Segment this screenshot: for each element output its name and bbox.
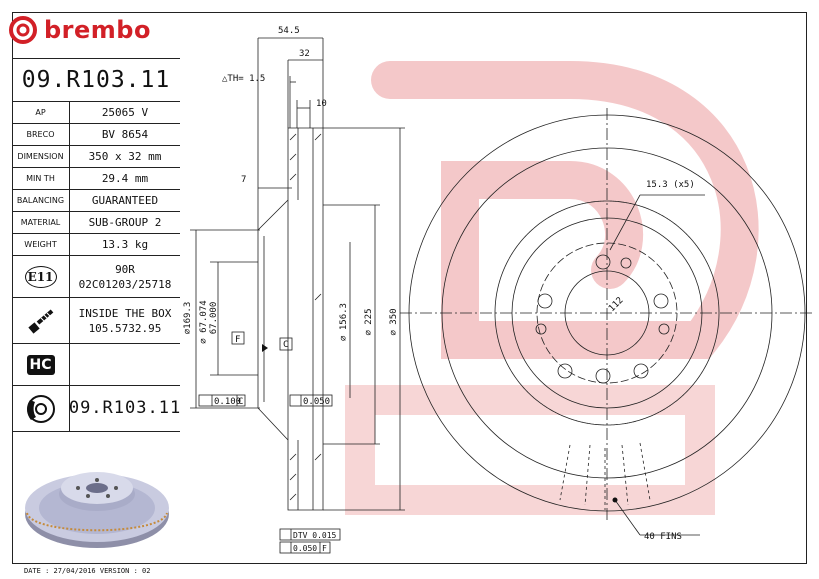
spec-value: 25065 V bbox=[69, 102, 180, 124]
dim-hat-offset: 7 bbox=[241, 175, 246, 185]
drawing-frame bbox=[12, 12, 807, 564]
spec-value: SUB-GROUP 2 bbox=[69, 211, 180, 234]
brand-name: brembo bbox=[44, 16, 151, 44]
dim-fins: 40 FINS bbox=[644, 532, 682, 542]
dim-vane: 10 bbox=[316, 99, 327, 109]
spec-value: BV 8654 bbox=[69, 123, 180, 146]
dim-hat-dia: ⌀169.3 bbox=[183, 302, 193, 335]
tol-parallel-ref: C bbox=[238, 397, 243, 407]
screw-icon bbox=[12, 298, 70, 343]
approval-line1: 90R bbox=[115, 262, 135, 276]
dim-th-note: △TH= 1.5 bbox=[222, 74, 265, 84]
spec-key: MIN TH bbox=[12, 167, 70, 190]
tol-dtv: DTV 0.015 bbox=[293, 531, 337, 540]
inside-box-row: INSIDE THE BOX 105.5732.95 bbox=[12, 298, 180, 344]
tol-parallel: 0.100 bbox=[214, 397, 241, 407]
dim-face-dia: ⌀ 225 bbox=[364, 308, 374, 335]
hc-icon: HC bbox=[12, 344, 70, 385]
inside-box-code: 105.5732.95 bbox=[88, 321, 162, 335]
disc-caliper-icon bbox=[12, 386, 70, 431]
spec-key: MATERIAL bbox=[12, 211, 70, 234]
dim-bore-max: ⌀ 67.074 bbox=[199, 300, 209, 343]
dim-bore-min: 67.000 bbox=[209, 302, 219, 335]
part-number-title: 09.R103.11 bbox=[12, 58, 180, 102]
datum-f-label: F bbox=[235, 335, 240, 345]
footer-date: DATE : 27/04/2016 VERSION : 02 bbox=[24, 567, 151, 575]
inside-box-label: INSIDE THE BOX bbox=[78, 306, 172, 320]
tol-runout-ref: F bbox=[322, 544, 327, 553]
dim-inner-ring: ⌀ 156.3 bbox=[339, 303, 349, 341]
spec-key: BALANCING bbox=[12, 189, 70, 212]
dim-outer-dia: ⌀ 350 bbox=[389, 308, 399, 335]
tol-flatness: 0.050 bbox=[303, 397, 330, 407]
approval-row: E11 90R 02C01203/25718 bbox=[12, 256, 180, 298]
brembo-logo-icon bbox=[9, 16, 37, 44]
bottom-part-number: 09.R103.11 bbox=[68, 398, 182, 418]
tol-runout: 0.050 bbox=[293, 544, 317, 553]
spec-key: WEIGHT bbox=[12, 233, 70, 256]
datum-c-label: C bbox=[283, 340, 288, 350]
spec-key: DIMENSION bbox=[12, 145, 70, 168]
dim-hole-dia: 15.3 (x5) bbox=[646, 180, 695, 190]
disc-render-image bbox=[25, 472, 169, 548]
dim-pcd: 112 bbox=[607, 296, 626, 315]
spec-value: 29.4 mm bbox=[69, 167, 180, 190]
brand-logo: brembo bbox=[8, 8, 168, 52]
spec-value: 13.3 kg bbox=[69, 233, 180, 256]
spec-key: AP bbox=[12, 102, 70, 124]
approval-line2: 02C01203/25718 bbox=[78, 277, 172, 291]
spec-key: BRECO bbox=[12, 123, 70, 146]
dim-thickness: 32 bbox=[299, 49, 310, 59]
dim-overall-width: 54.5 bbox=[278, 26, 300, 36]
e11-approval-icon: E11 bbox=[12, 256, 70, 297]
hc-row: HC bbox=[12, 344, 180, 386]
spec-value: 350 x 32 mm bbox=[69, 145, 180, 168]
brembo-watermark-icon bbox=[345, 61, 759, 515]
bottom-part-row: 09.R103.11 bbox=[12, 386, 180, 432]
spec-value: GUARANTEED bbox=[69, 189, 180, 212]
